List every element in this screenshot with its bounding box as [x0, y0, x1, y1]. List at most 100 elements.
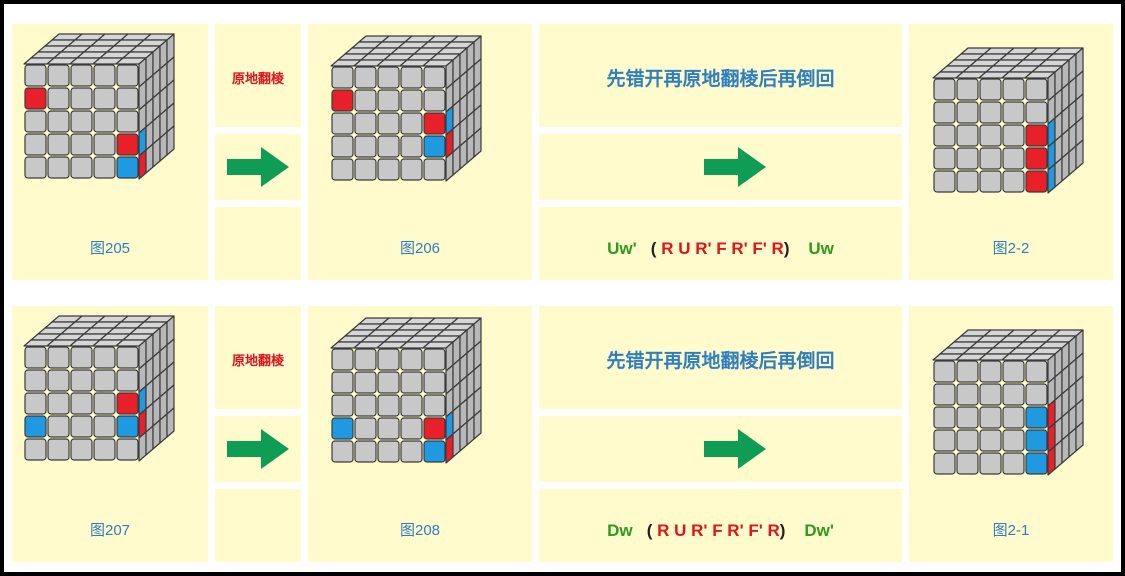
cube-front-sticker — [933, 78, 956, 101]
cube-front-sticker — [24, 438, 47, 461]
cube-front-sticker — [956, 124, 979, 147]
cube-red-sticker — [423, 112, 446, 135]
diagram-frame: 图205 原地翻棱 图206 先错开再原地翻棱后再倒回 Uw' ( R U R'… — [4, 4, 1121, 572]
cube-front-sticker — [47, 156, 70, 179]
cube-blue-sticker — [423, 135, 446, 158]
paren-open: ( — [650, 239, 657, 258]
cube-front-sticker — [331, 66, 354, 89]
cube-front-sticker — [47, 438, 70, 461]
cube-front-sticker — [933, 170, 956, 193]
cube-front-sticker — [933, 383, 956, 406]
cube-right-sticker — [166, 407, 175, 438]
cube-front-sticker — [47, 392, 70, 415]
cube-front-sticker — [956, 406, 979, 429]
cube-front-sticker — [933, 452, 956, 475]
step-row-1: 图205 原地翻棱 图206 先错开再原地翻棱后再倒回 Uw' ( R U R'… — [12, 24, 1113, 280]
cube-figure — [330, 35, 482, 182]
cube-front-sticker — [400, 348, 423, 371]
undo-move: Uw — [808, 239, 834, 258]
cube-red-sticker — [445, 433, 454, 464]
cube-front-sticker — [956, 78, 979, 101]
cube-right-sticker — [145, 425, 154, 456]
cube-front-sticker — [979, 170, 1002, 193]
empty-panel — [215, 489, 301, 562]
cube-front-sticker — [1002, 78, 1025, 101]
cube-front-sticker — [979, 406, 1002, 429]
cube-red-sticker — [116, 392, 139, 415]
right-arrow-icon — [704, 429, 766, 469]
cube-blue-sticker — [1047, 163, 1056, 194]
cube-right-sticker — [466, 133, 475, 164]
cube-front-sticker — [354, 348, 377, 371]
cube-front-sticker — [1025, 101, 1048, 124]
cube-front-sticker — [24, 156, 47, 179]
flip-label: 原地翻棱 — [231, 71, 284, 86]
cube-front-sticker — [354, 158, 377, 181]
cube-front-sticker — [1002, 452, 1025, 475]
cube-right-sticker — [166, 125, 175, 156]
cube-front-sticker — [979, 124, 1002, 147]
cube-front-sticker — [47, 110, 70, 133]
cube-right-sticker — [1068, 427, 1077, 458]
cube-front-sticker — [70, 415, 93, 438]
cube-front-sticker — [933, 147, 956, 170]
cube-front-sticker — [377, 348, 400, 371]
cube-right-sticker — [1075, 421, 1084, 452]
figure-caption: 图208 — [399, 522, 441, 539]
cube-front-sticker — [956, 383, 979, 406]
right-arrow-icon — [704, 147, 766, 187]
cube-front-sticker — [116, 438, 139, 461]
cube-front-sticker — [70, 133, 93, 156]
cube-front-sticker — [956, 452, 979, 475]
figure-caption: 图205 — [89, 240, 131, 257]
cube-front-sticker — [1002, 383, 1025, 406]
step-description: 先错开再原地翻棱后再倒回 — [606, 69, 835, 90]
cube-right-sticker — [445, 151, 454, 182]
cube-front-sticker — [377, 66, 400, 89]
cube-panel: 图2-1 — [909, 306, 1113, 562]
cube-figure — [330, 317, 482, 464]
cube-right-sticker — [1061, 151, 1070, 182]
cube-front-sticker — [47, 64, 70, 87]
cube-front-sticker — [331, 112, 354, 135]
cube-panel: 图207 — [12, 306, 208, 562]
cube-right-sticker — [459, 139, 468, 170]
cube-front-sticker — [116, 369, 139, 392]
cube-front-sticker — [93, 346, 116, 369]
cube-front-sticker — [70, 110, 93, 133]
cube-blue-sticker — [1025, 452, 1048, 475]
cube-front-sticker — [1025, 360, 1048, 383]
cube-blue-sticker — [423, 440, 446, 463]
cube-front-sticker — [354, 89, 377, 112]
cube-front-sticker — [93, 438, 116, 461]
cube-front-sticker — [70, 392, 93, 415]
cube-front-sticker — [1025, 383, 1048, 406]
cube-blue-sticker — [1025, 429, 1048, 452]
cube-front-sticker — [377, 394, 400, 417]
cube-front-sticker — [24, 369, 47, 392]
figure-caption: 图2-1 — [992, 522, 1030, 539]
cube-front-sticker — [377, 158, 400, 181]
cube-front-sticker — [423, 158, 446, 181]
right-arrow-icon — [227, 147, 289, 187]
step-description: 先错开再原地翻棱后再倒回 — [606, 351, 835, 372]
cube-front-sticker — [933, 124, 956, 147]
figure-caption: 图207 — [89, 522, 131, 539]
cube-front-sticker — [400, 66, 423, 89]
cube-front-sticker — [93, 64, 116, 87]
cube-front-sticker — [47, 369, 70, 392]
cube-front-sticker — [116, 346, 139, 369]
algorithm: Uw' ( R U R' F R' F' R) Uw — [539, 239, 902, 259]
description-panel: 先错开再原地翻棱后再倒回 — [539, 24, 902, 127]
arrow-panel — [215, 134, 301, 200]
cube-front-sticker — [116, 64, 139, 87]
cube-right-sticker — [452, 145, 461, 176]
cube-front-sticker — [1002, 147, 1025, 170]
cube-front-sticker — [933, 360, 956, 383]
cube-front-sticker — [354, 394, 377, 417]
cube-right-sticker — [152, 419, 161, 450]
paren-open: ( — [646, 521, 653, 540]
cube-front-sticker — [331, 348, 354, 371]
figure-caption: 图2-2 — [992, 240, 1030, 257]
cube-panel: 图208 — [308, 306, 532, 562]
